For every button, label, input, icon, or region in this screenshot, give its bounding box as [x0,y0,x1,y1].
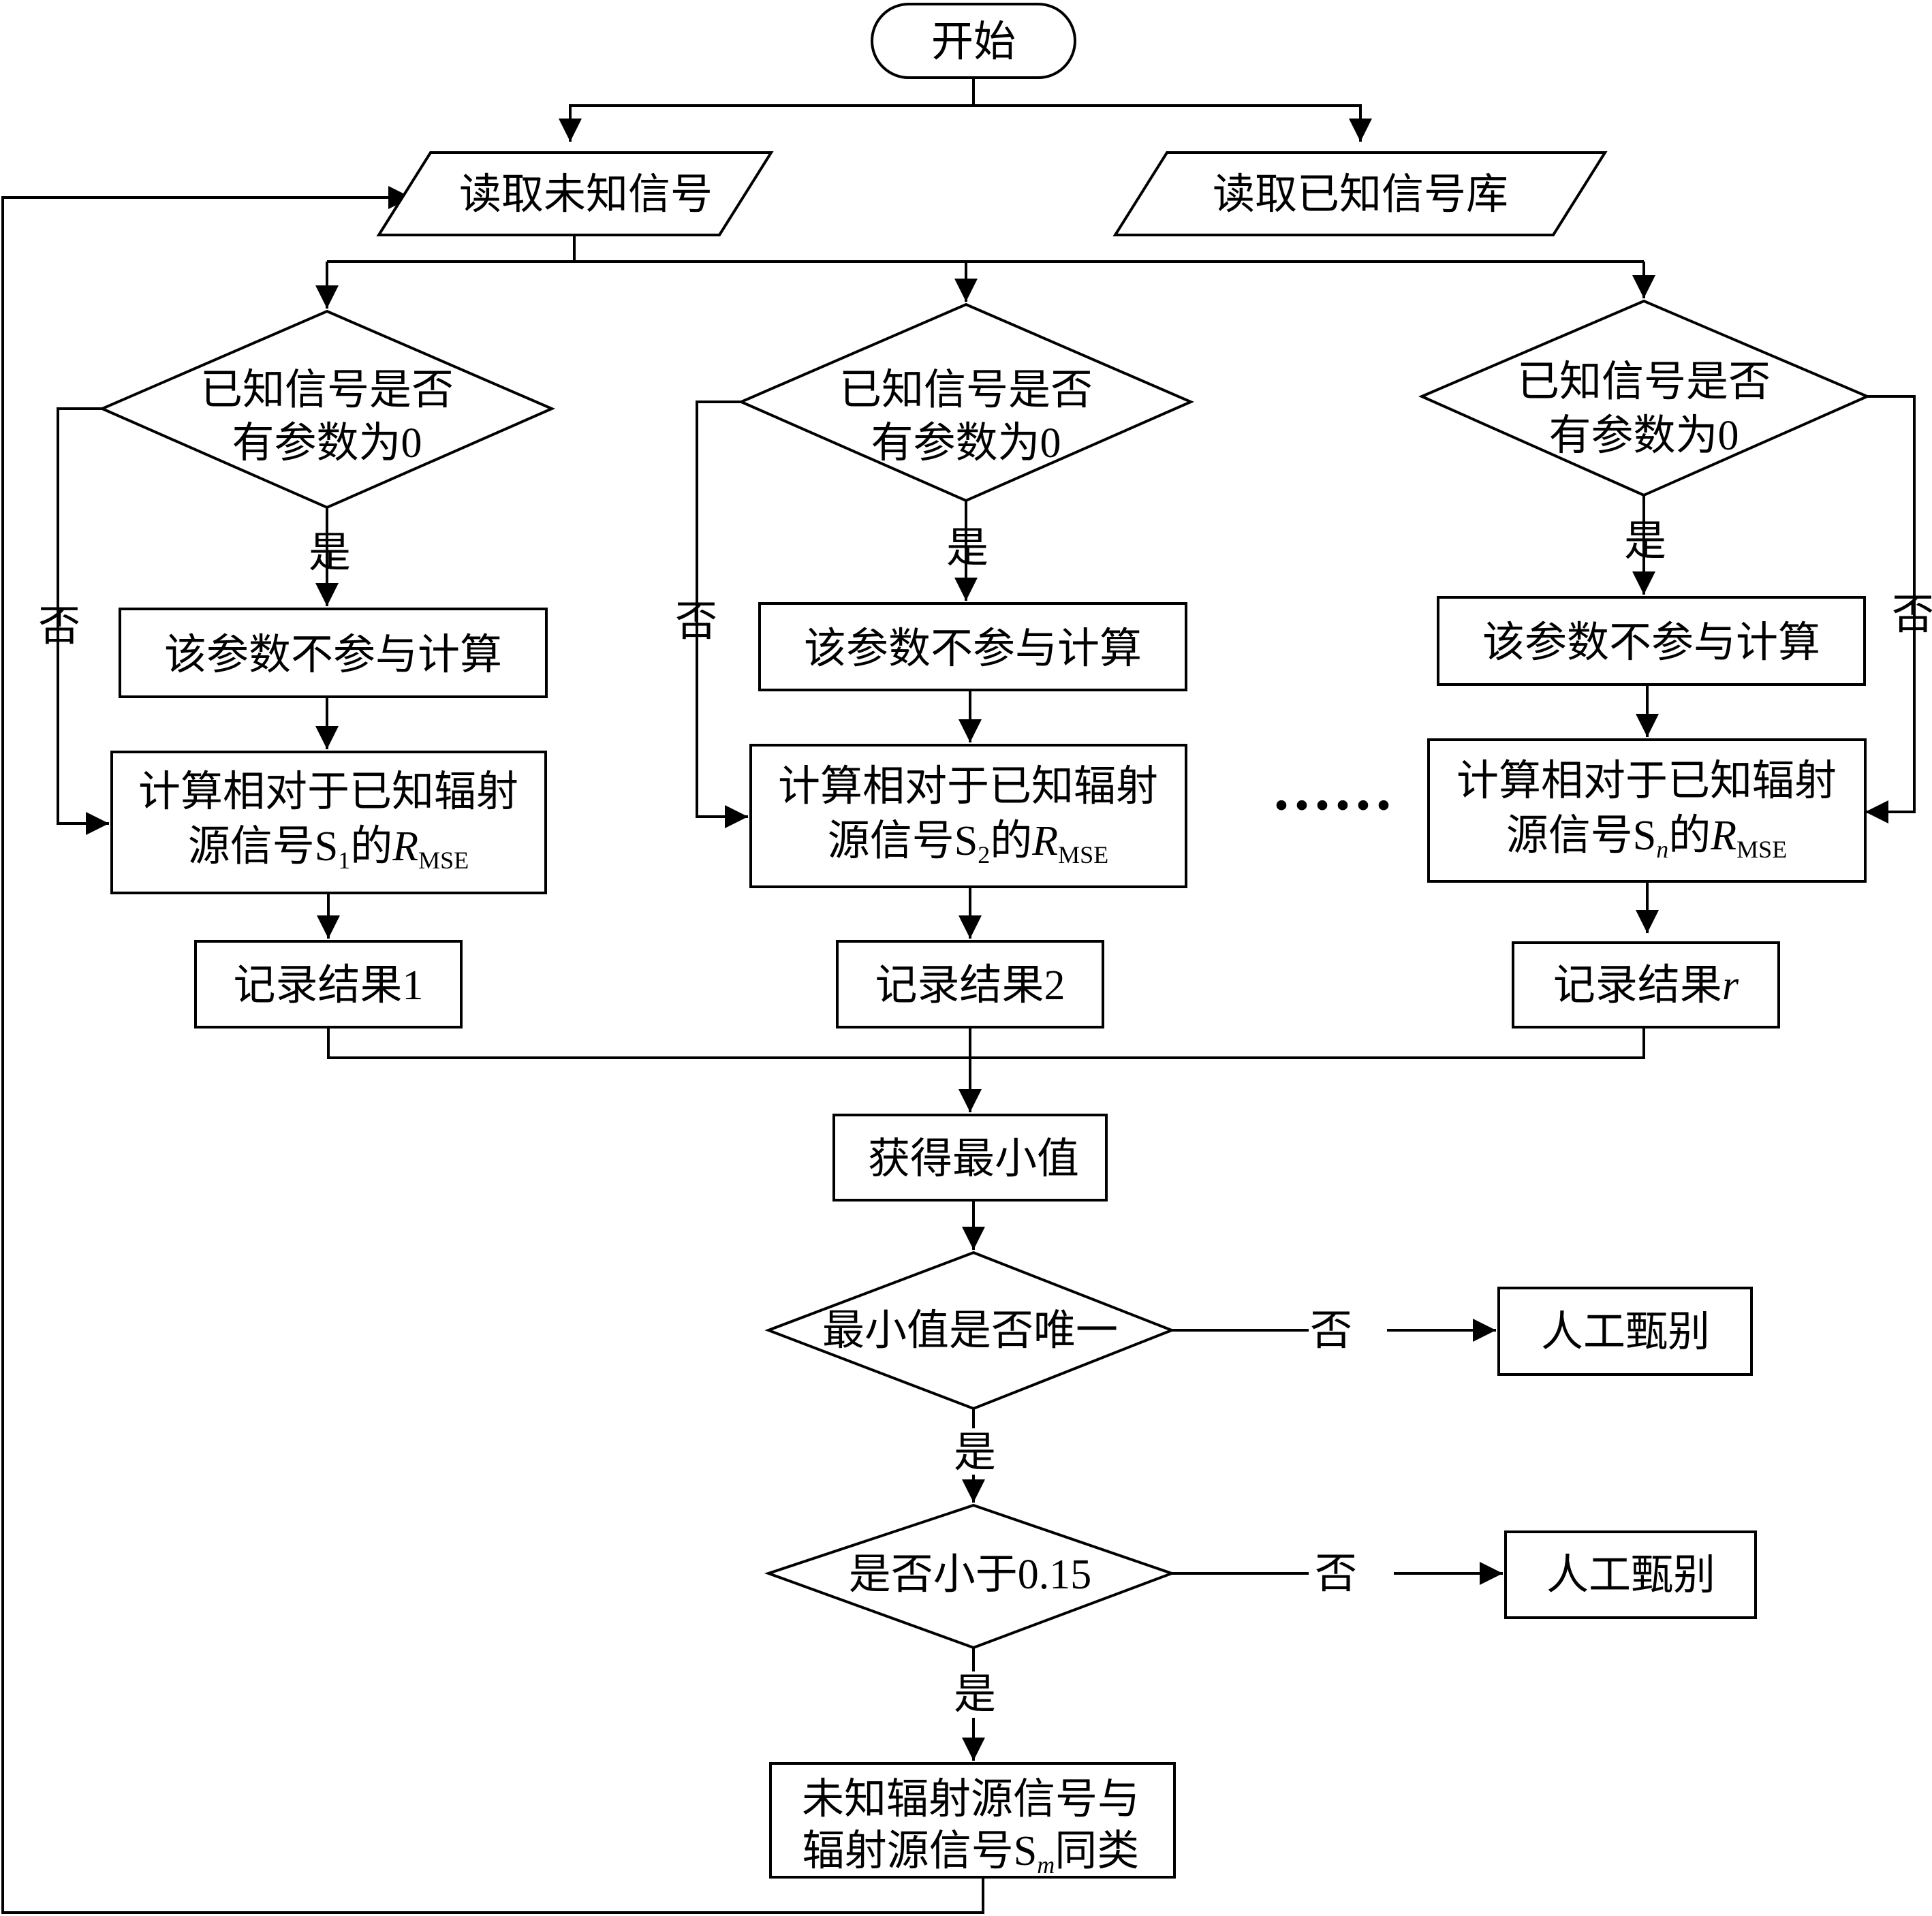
decision-2-line1: 已知信号是否 [839,367,1093,413]
record-2-label: 记录结果2 [875,962,1065,1009]
branch-ellipsis: ······ [1271,772,1394,839]
manual-review-1-label: 人工甄别 [1541,1309,1710,1355]
record-1-label: 记录结果1 [233,962,423,1009]
start-label: 开始 [931,19,1016,65]
read-known-lib-io [1112,151,1608,236]
calc-rmse-box-2 [749,744,1187,888]
exclude-2-label: 该参数不参与计算 [804,626,1142,672]
decision-1-yes: 是 [309,530,351,576]
decision-3-line2: 有参数为0 [1548,413,1739,459]
decision-1-line1: 已知信号是否 [200,367,454,413]
read-unknown-io [376,151,774,236]
decision-unique-label: 最小值是否唯一 [822,1308,1118,1354]
edge-loop-back [1,186,984,1914]
edge-d3-no [1865,395,1916,823]
result-line1: 未知辐射源信号与 [802,1776,1140,1823]
decision-3-yes: 是 [1624,518,1666,565]
calc-rmse-box-3 [1427,738,1867,883]
record-result-box-1 [194,940,463,1028]
decision-3-no: 否 [1892,592,1932,638]
calc-1-line2: 源信号S1的RMSE [188,823,469,874]
record-result-box-3 [1512,941,1780,1028]
decision-2-no: 否 [675,599,717,645]
edge-d2-no [696,401,748,828]
exclude-param-box-1 [119,608,548,698]
connectors [1,78,1916,1914]
unique-no-label: 否 [1310,1308,1352,1354]
get-min-label: 获得最小值 [868,1136,1079,1182]
decision-threshold [764,1503,1176,1650]
decision-threshold-label: 是否小于0.15 [849,1552,1092,1598]
threshold-yes-label: 是 [954,1671,996,1718]
unique-yes-label: 是 [954,1430,996,1476]
get-min-box [832,1114,1108,1202]
decision-zero-param-3 [1418,299,1871,497]
calc-3-line1: 计算相对于已知辐射 [1456,758,1837,804]
decision-3-line1: 已知信号是否 [1517,359,1771,405]
record-result-box-2 [836,940,1104,1028]
exclude-1-label: 该参数不参与计算 [164,632,502,678]
exclude-param-box-2 [758,602,1187,691]
calc-1-line1: 计算相对于已知辐射 [138,769,518,815]
read-unknown-label: 读取未知信号 [459,172,713,218]
manual-review-box-2 [1504,1530,1757,1619]
calc-2-line1: 计算相对于已知辐射 [778,764,1158,810]
calc-3-line2: 源信号Sn的RMSE [1506,813,1787,863]
edge-start-to-read-unknown [559,78,975,142]
edge-merge-bus [327,1027,1645,1059]
calc-rmse-box-1 [110,751,547,894]
decision-min-unique [764,1251,1176,1411]
start-terminal [871,3,1076,79]
exclude-param-box-3 [1437,596,1866,686]
result-box [769,1762,1176,1879]
edge-d1-no [57,407,109,835]
decision-1-line2: 有参数为0 [232,420,422,467]
read-known-lib-label: 读取已知信号库 [1213,172,1508,218]
decision-1-no: 否 [38,603,80,650]
manual-review-2-label: 人工甄别 [1546,1552,1715,1599]
decision-zero-param-1 [98,309,556,509]
threshold-no-label: 否 [1315,1551,1357,1597]
edge-start-to-read-known [973,104,1372,142]
record-3-label: 记录结果r [1553,962,1739,1009]
decision-2-yes: 是 [946,525,988,571]
calc-2-line2: 源信号S2的RMSE [828,818,1108,868]
result-line2: 辐射源信号Sm同类 [803,1828,1140,1879]
decision-2-line2: 有参数为0 [871,420,1061,467]
manual-review-box-1 [1497,1287,1753,1376]
decision-zero-param-2 [737,302,1195,503]
exclude-3-label: 该参数不参与计算 [1482,620,1820,666]
